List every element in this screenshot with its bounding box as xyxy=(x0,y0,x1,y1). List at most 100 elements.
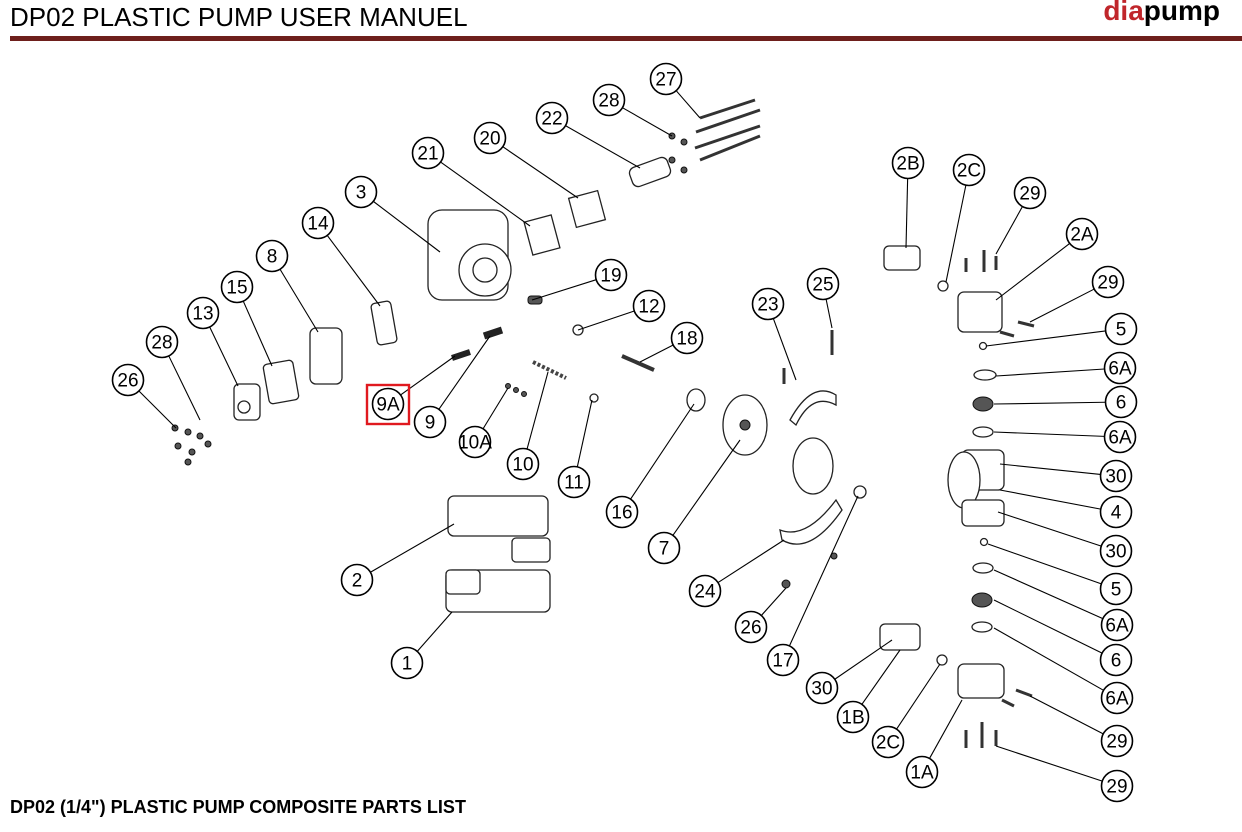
callout-circle xyxy=(1013,176,1047,210)
callout-label-2c: 2C xyxy=(876,733,900,754)
callout-circle xyxy=(647,531,681,565)
callout-leader-line xyxy=(995,243,1071,301)
callout-circle xyxy=(1104,312,1138,346)
callout-circle xyxy=(836,700,870,734)
callout-leader-line xyxy=(861,649,901,705)
callout-circle xyxy=(340,563,374,597)
callout-leader-line xyxy=(993,401,1106,405)
callout-leader-line xyxy=(526,371,549,450)
callout-label-10a: 10A xyxy=(458,433,492,454)
callout-leader-line xyxy=(622,107,673,137)
callout-label-19: 19 xyxy=(600,266,621,287)
callout-label-9: 9 xyxy=(425,413,436,434)
callout-leader-line xyxy=(440,161,531,227)
callout-label-29: 29 xyxy=(1097,273,1118,294)
callout-circle xyxy=(670,321,704,355)
callout-leader-line xyxy=(995,206,1023,255)
page-title: DP02 PLASTIC PUMP USER MANUEL xyxy=(10,2,468,32)
callout-circle xyxy=(111,363,145,397)
callout-circle xyxy=(1091,265,1125,299)
callout-leader-line xyxy=(1029,695,1104,735)
callout-circle xyxy=(1099,572,1133,606)
callout-circle xyxy=(891,146,925,180)
callout-circle xyxy=(1100,724,1134,758)
callout-label-17: 17 xyxy=(772,651,793,672)
callout-circle xyxy=(805,671,839,705)
callout-circle xyxy=(1103,351,1137,385)
callout-leader-line xyxy=(997,511,1102,547)
callout-leader-line xyxy=(531,279,597,301)
callout-circle xyxy=(535,101,569,135)
callout-leader-line xyxy=(999,463,1101,475)
callout-label-16: 16 xyxy=(611,503,632,524)
callout-circle xyxy=(390,646,424,680)
callout-label-25: 25 xyxy=(812,275,833,296)
callout-circle xyxy=(632,289,666,323)
callout-leader-line xyxy=(168,355,201,421)
callout-leader-line xyxy=(482,387,509,430)
callout-label-30: 30 xyxy=(1105,542,1126,563)
callout-label-29: 29 xyxy=(1106,777,1127,798)
callout-label-27: 27 xyxy=(655,70,676,91)
callout-label-6a: 6A xyxy=(1105,689,1129,710)
callout-circle xyxy=(952,153,986,187)
callout-label-14: 14 xyxy=(307,214,329,235)
callout-circle xyxy=(649,62,683,96)
callout-label-15: 15 xyxy=(226,278,247,299)
callout-leader-line xyxy=(416,611,453,652)
callout-circle xyxy=(766,643,800,677)
callout-leader-line xyxy=(438,335,491,410)
callout-leader-line xyxy=(565,125,641,169)
callout-circle xyxy=(1099,495,1133,529)
callout-leader-line xyxy=(929,699,963,759)
callout-label-26: 26 xyxy=(117,371,138,392)
callout-leader-line xyxy=(1029,288,1095,323)
callout-circle xyxy=(806,267,840,301)
callout-circle xyxy=(751,287,785,321)
callout-label-2: 2 xyxy=(352,571,363,592)
callout-leader-line xyxy=(279,268,319,333)
callout-leader-line xyxy=(630,403,695,500)
callout-circle xyxy=(220,270,254,304)
callout-circle xyxy=(871,725,905,759)
callout-leader-line xyxy=(326,235,381,307)
callout-leader-line xyxy=(138,390,177,429)
callout-label-5: 5 xyxy=(1111,580,1122,601)
callout-label-7: 7 xyxy=(659,539,670,560)
callout-label-1: 1 xyxy=(402,654,413,675)
callout-leader-line xyxy=(985,330,1106,347)
callout-label-23: 23 xyxy=(757,295,778,316)
callout-leader-line xyxy=(995,745,1103,782)
callout-circle xyxy=(1103,420,1137,454)
callout-label-6a: 6A xyxy=(1108,359,1132,380)
callout-label-10: 10 xyxy=(512,455,533,476)
callout-label-22: 22 xyxy=(541,109,562,130)
callout-circle xyxy=(411,136,445,170)
callout-leader-line xyxy=(370,523,455,573)
callout-leader-line xyxy=(825,299,833,329)
callout-label-30: 30 xyxy=(1105,467,1126,488)
callout-label-29: 29 xyxy=(1019,184,1040,205)
callout-label-9a: 9A xyxy=(376,395,400,416)
callout-circle xyxy=(371,387,405,421)
callout-circle xyxy=(255,239,289,273)
callout-label-26: 26 xyxy=(740,618,761,639)
callout-leader-line xyxy=(675,90,701,119)
callout-leader-line xyxy=(209,326,239,387)
callout-circle xyxy=(145,325,179,359)
callout-leader-line xyxy=(834,639,893,680)
callout-circle xyxy=(1099,643,1133,677)
callout-label-5: 5 xyxy=(1116,320,1127,341)
callout-leader-line xyxy=(242,300,273,367)
callout-group: 27282220213148151328261912189A910A101121… xyxy=(111,62,1138,803)
callout-leader-line xyxy=(999,489,1101,510)
callout-label-18: 18 xyxy=(676,329,697,350)
callout-leader-line xyxy=(905,178,909,249)
callout-label-13: 13 xyxy=(192,304,213,325)
highlight-box-9a xyxy=(365,383,411,426)
callout-label-1a: 1A xyxy=(910,763,934,784)
callout-leader-line xyxy=(639,344,674,363)
callout-circle xyxy=(688,574,722,608)
callout-circle xyxy=(1065,217,1099,251)
